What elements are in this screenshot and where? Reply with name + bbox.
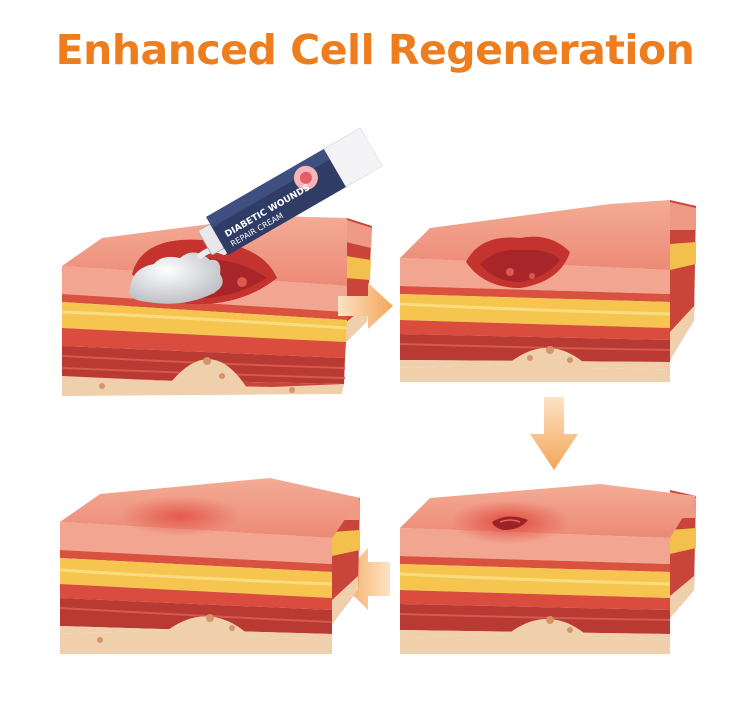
stage-2-open-wound <box>399 200 696 382</box>
stage-1-wound-with-cream <box>61 216 372 396</box>
cream-tube: DIABETIC WOUNDS REPAIR CREAM <box>198 127 383 256</box>
stage-3-small-scab <box>399 484 696 654</box>
stage-4-healed-skin <box>59 478 360 654</box>
arrow-down-icon <box>530 397 578 470</box>
page-title: Enhanced Cell Regeneration <box>55 26 695 74</box>
arrow-left-icon <box>338 548 390 610</box>
arrow-right-icon <box>338 283 393 329</box>
